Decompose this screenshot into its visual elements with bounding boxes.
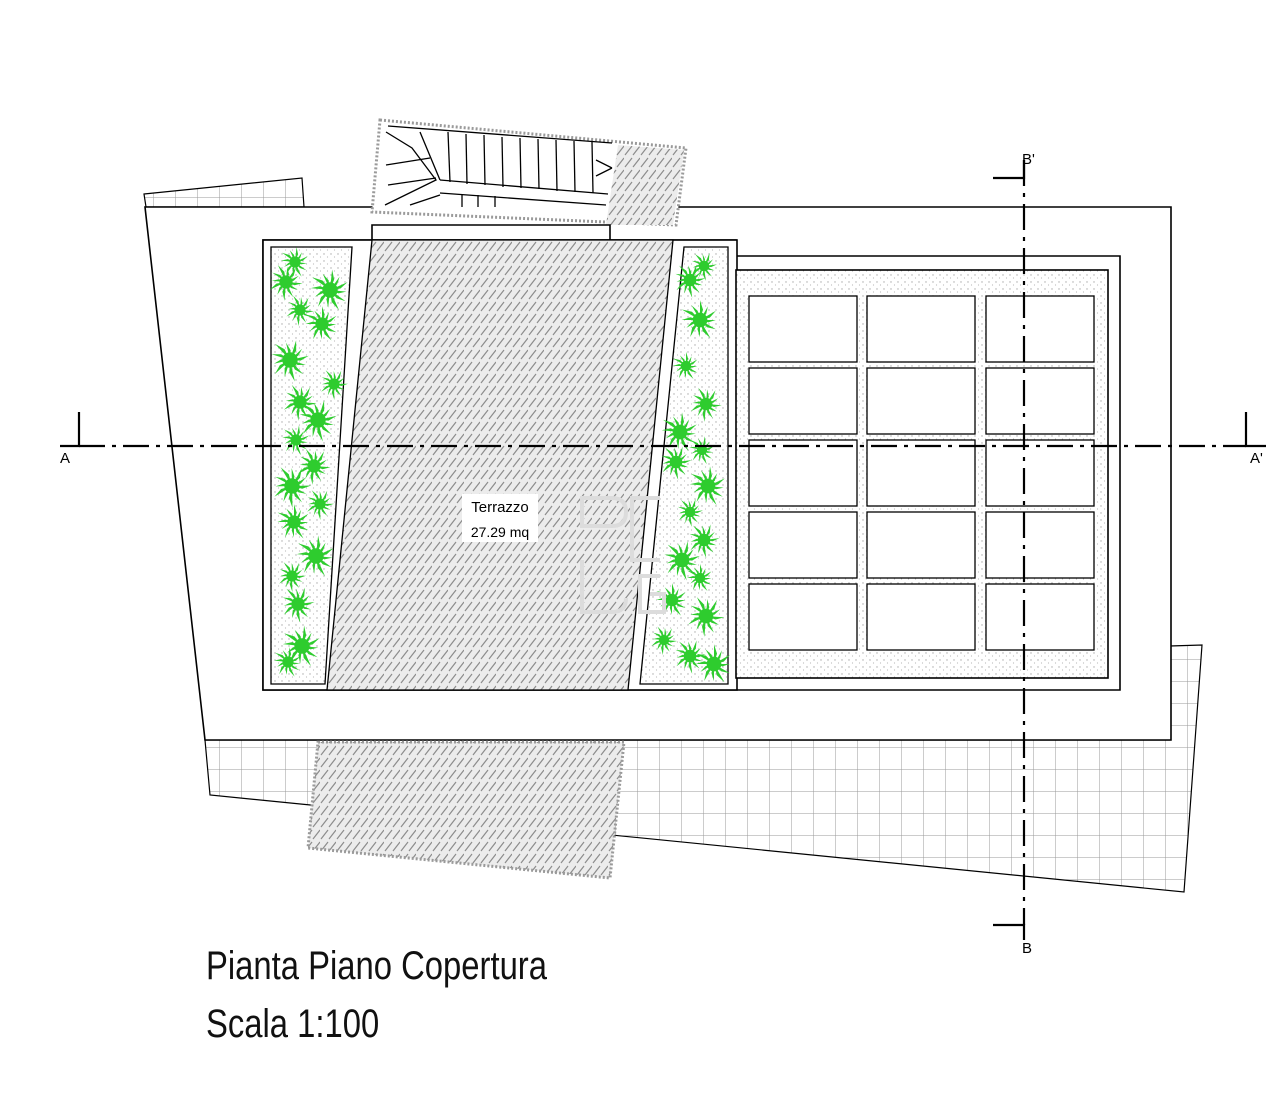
plant (286, 295, 314, 326)
plant (689, 524, 720, 558)
skylight-pane (985, 583, 1095, 651)
plant (281, 247, 308, 277)
plant (310, 269, 348, 311)
terrace-label: Terrazzo 27.29 mq (462, 494, 538, 542)
section-a-prime-label: A' (1250, 450, 1263, 467)
plant (691, 253, 717, 281)
plant (296, 535, 334, 577)
plant (686, 563, 712, 591)
plant (269, 264, 303, 301)
skylight-panes (748, 295, 1095, 651)
plant (689, 466, 725, 506)
upper-left-roof-tiles (143, 177, 305, 208)
skylight-pane (748, 583, 858, 651)
section-b-label: B (1022, 940, 1032, 957)
plant (681, 300, 716, 339)
room-area: 27.29 mq (471, 524, 529, 540)
skylight-pane (985, 511, 1095, 579)
plant (283, 384, 317, 421)
skylight-pane (866, 295, 976, 363)
plant (675, 640, 706, 674)
plant (297, 448, 331, 485)
left-planter-plants (269, 247, 348, 677)
right-planter-plants (651, 253, 730, 683)
skylight-pane (866, 583, 976, 651)
section-a-label: A (60, 450, 70, 467)
skylight-pane (748, 295, 858, 363)
skylight-pane (748, 439, 858, 507)
skylight-pane (866, 511, 976, 579)
plant (274, 647, 301, 677)
drawing-scale: Scala 1:100 (206, 1002, 380, 1046)
skylight-pane (985, 295, 1095, 363)
drawing-title: Pianta Piano Copertura (206, 944, 547, 988)
plant (651, 626, 678, 655)
section-b-prime-label: B' (1022, 151, 1035, 168)
staircase (370, 118, 688, 227)
room-name: Terrazzo (471, 499, 529, 516)
plant (677, 499, 703, 527)
plant (282, 425, 310, 456)
plant (675, 264, 706, 298)
skylight-pane (866, 367, 976, 435)
plant (282, 587, 315, 623)
plant (299, 400, 337, 442)
plant (672, 351, 698, 379)
lower-walkway (306, 740, 626, 880)
skylight-pane (748, 367, 858, 435)
plant (279, 562, 306, 592)
plant (664, 541, 700, 581)
plant (282, 625, 320, 667)
plant (307, 490, 334, 520)
skylight (735, 269, 1109, 679)
section-line-a: A A' (60, 412, 1266, 467)
skylight-pane (866, 439, 976, 507)
skylight-pane (985, 439, 1095, 507)
section-line-b: B' B (993, 151, 1035, 957)
plant (695, 644, 730, 683)
plant (277, 504, 309, 539)
plant (690, 387, 722, 422)
plant (305, 306, 337, 341)
plant (321, 370, 348, 400)
plant (271, 340, 309, 382)
watermark-logo (580, 496, 666, 614)
plant (274, 467, 312, 508)
plant (661, 446, 692, 480)
plant (688, 597, 725, 637)
terrace-floor (326, 239, 674, 691)
skylight-pane (748, 511, 858, 579)
skylight-pane (985, 367, 1095, 435)
